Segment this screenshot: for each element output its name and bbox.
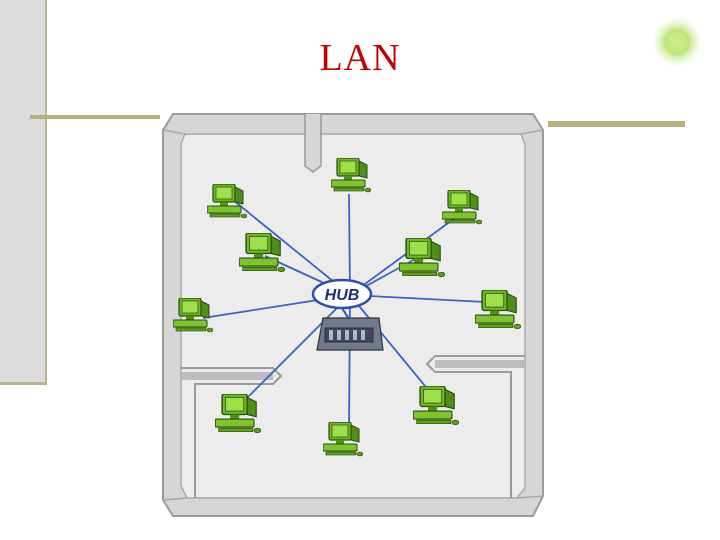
- left-accent-panel: [0, 0, 47, 385]
- hub-bubble: HUB: [311, 278, 373, 320]
- title-rule-left: [30, 115, 160, 119]
- lan-diagram: HUB: [162, 113, 544, 517]
- slide-title: LAN: [319, 37, 401, 79]
- hub-label: HUB: [325, 287, 360, 304]
- title-rule-right: [548, 121, 685, 127]
- switch-device-icon: [316, 317, 384, 351]
- decorative-orb-icon: [653, 18, 701, 66]
